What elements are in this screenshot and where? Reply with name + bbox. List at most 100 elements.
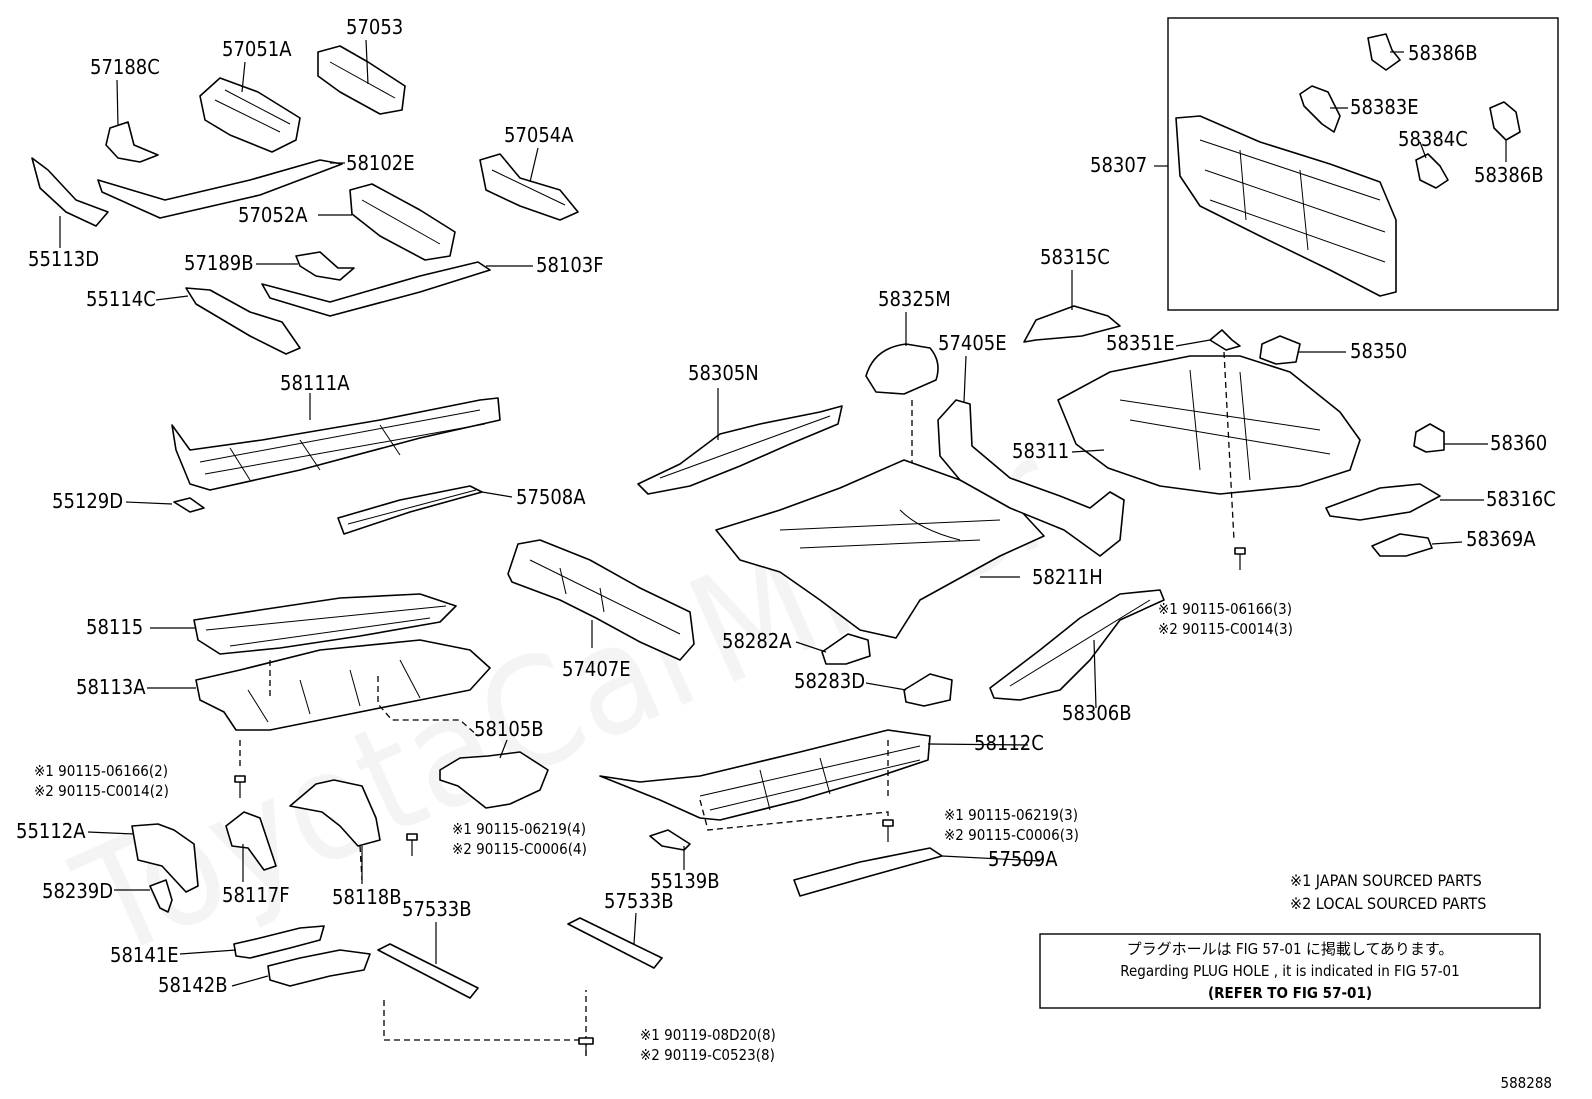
label-57509A: 57509A (988, 847, 1058, 871)
part-58105B-shape (439, 751, 549, 809)
label-58105B: 58105B (474, 717, 544, 741)
fastener-1-line2: ※2 90115-C0014(2) (34, 782, 169, 800)
part-58325M-shape (865, 343, 939, 395)
label-57054A: 57054A (504, 123, 574, 147)
part-58142B-shape (267, 949, 371, 987)
note-japanese: プラグホールは FIG 57-01 に掲載してあります。 (1127, 940, 1454, 958)
label-58111A: 58111A (280, 371, 350, 395)
part-labels: 57053 57051A 57188C 58102E 57054A 55113D… (16, 15, 1556, 997)
part-58141E-shape (233, 925, 325, 959)
part-57189B-shape (295, 251, 355, 281)
part-57509A-shape (793, 847, 943, 897)
label-58117F: 58117F (222, 883, 290, 907)
label-58386B-right: 58386B (1474, 163, 1544, 187)
label-57405E: 57405E (938, 331, 1007, 355)
label-58115: 58115 (86, 615, 143, 639)
label-58142B: 58142B (158, 973, 228, 997)
part-58115-shape (193, 593, 457, 655)
label-57052A: 57052A (238, 203, 308, 227)
label-58102E: 58102E (346, 151, 415, 175)
label-58282A: 58282A (722, 629, 792, 653)
part-58305N-shape (637, 405, 843, 495)
label-58118B: 58118B (332, 885, 402, 909)
label-58386B-top: 58386B (1408, 41, 1478, 65)
part-57405E-shape (937, 399, 1125, 557)
part-58315C-shape (1023, 305, 1121, 343)
fastener-3-line2: ※2 90115-C0006(3) (944, 826, 1079, 844)
part-57508A-shape (337, 485, 483, 535)
fastener-notes: ※1 90115-06166(2) ※2 90115-C0014(2) ※1 9… (34, 600, 1293, 1064)
part-58386B-right-shape (1489, 101, 1521, 141)
fastener-4-line1: ※1 90115-06166(3) (1158, 600, 1292, 618)
legend: ※1 JAPAN SOURCED PARTS ※2 LOCAL SOURCED … (1290, 871, 1486, 913)
note: プラグホールは FIG 57-01 に掲載してあります。 Regarding P… (1120, 940, 1459, 1002)
label-55129D: 55129D (52, 489, 123, 513)
part-shapes (31, 45, 1445, 1060)
part-55113D-shape (31, 157, 109, 227)
part-58316C-shape (1325, 483, 1441, 521)
label-57533B-right: 57533B (604, 889, 674, 913)
label-58369A: 58369A (1466, 527, 1536, 551)
part-57188C-shape (105, 121, 159, 163)
part-58369A-shape (1371, 533, 1433, 557)
part-58112C-shape (599, 729, 931, 821)
label-57508A: 57508A (516, 485, 586, 509)
label-58383E: 58383E (1350, 95, 1419, 119)
legend-local-sourced: ※2 LOCAL SOURCED PARTS (1290, 894, 1486, 913)
label-55112A: 55112A (16, 819, 86, 843)
fastener-5-line1: ※1 90119-08D20(8) (640, 1026, 776, 1044)
label-58103F: 58103F (536, 253, 604, 277)
label-57053: 57053 (346, 15, 403, 39)
part-58307-shape (1175, 115, 1397, 297)
part-58113A-shape (195, 639, 491, 731)
label-58112C: 58112C (974, 731, 1044, 755)
figure-reference-number: 588288 (1500, 1074, 1552, 1092)
label-55139B: 55139B (650, 869, 720, 893)
fastener-1-line1: ※1 90115-06166(2) (34, 762, 168, 780)
note-box (1039, 933, 1541, 1009)
part-58386B-top-shape (1367, 33, 1401, 71)
label-58311: 58311 (1012, 439, 1069, 463)
part-57052A-shape (349, 183, 456, 261)
label-58239D: 58239D (42, 879, 113, 903)
bolt-icon (234, 775, 246, 798)
part-57054A-shape (479, 153, 579, 221)
label-58211H: 58211H (1032, 565, 1103, 589)
part-58111A-shape (171, 397, 501, 491)
part-58282A-shape (821, 633, 871, 665)
label-57188C: 57188C (90, 55, 160, 79)
fastener-3-line1: ※1 90115-06219(3) (944, 806, 1078, 824)
part-57051A-shape (199, 77, 301, 153)
label-57407E: 57407E (562, 657, 631, 681)
label-58283D: 58283D (794, 669, 865, 693)
leader-lines (59, 39, 1507, 987)
bolt-icon (578, 1037, 594, 1056)
part-58239D-shape (149, 879, 173, 913)
part-58351E-shape (1209, 329, 1241, 351)
label-58325M: 58325M (878, 287, 951, 311)
fastener-2-line1: ※1 90115-06219(4) (452, 820, 586, 838)
bolt-icon (406, 833, 418, 856)
label-58306B: 58306B (1062, 701, 1132, 725)
label-58305N: 58305N (688, 361, 759, 385)
part-58360-shape (1413, 423, 1445, 453)
label-57051A: 57051A (222, 37, 292, 61)
label-58384C: 58384C (1398, 127, 1468, 151)
part-55129D-shape (173, 497, 205, 513)
bolt-icon (1234, 547, 1246, 570)
note-english: Regarding PLUG HOLE , it is indicated in… (1120, 962, 1459, 980)
fastener-5-line2: ※2 90119-C0523(8) (640, 1046, 775, 1064)
bolt-icon (882, 819, 894, 842)
part-58211H-shape (715, 459, 1045, 639)
label-58351E: 58351E (1106, 331, 1175, 355)
part-58117F-shape (225, 811, 277, 871)
part-58118B-shape (289, 779, 381, 847)
note-refer: (REFER TO FIG 57-01) (1208, 984, 1372, 1002)
label-58113A: 58113A (76, 675, 146, 699)
part-55139B-shape (649, 829, 691, 851)
part-58384C-shape (1415, 153, 1449, 189)
part-57407E-shape (507, 539, 695, 661)
part-58311-shape (1057, 355, 1361, 495)
part-57533B-left-shape (377, 943, 479, 999)
